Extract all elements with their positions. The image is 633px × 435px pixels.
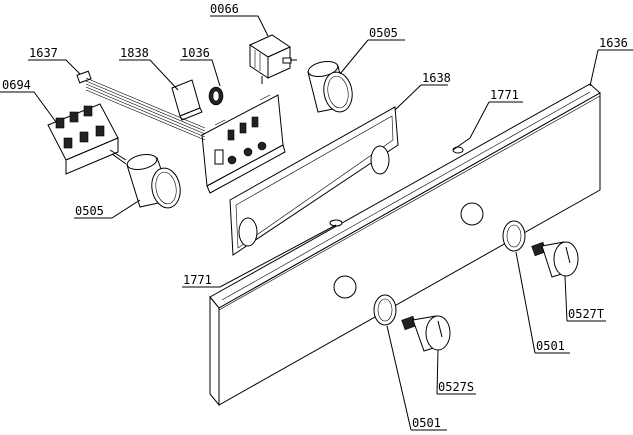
panel-hole-right xyxy=(460,202,484,226)
knob-sleeve-top xyxy=(307,60,353,113)
label-1638: 1638 xyxy=(422,71,451,85)
knob-0527T xyxy=(531,241,579,278)
label-0501-right: 0501 xyxy=(536,339,565,353)
thermostat xyxy=(248,34,297,84)
label-1036: 1036 xyxy=(181,46,210,60)
ribbon-cable xyxy=(76,70,206,141)
label-0527S: 0527S xyxy=(438,380,474,394)
label-0066: 0066 xyxy=(210,2,239,16)
knob-0527S xyxy=(401,315,451,352)
part-labels: 0066 0505 1636 1637 1838 1036 0694 1638 … xyxy=(2,2,628,430)
panel-hole-left xyxy=(333,275,357,299)
frame-clip-1771 xyxy=(329,219,343,227)
bracket-1838 xyxy=(171,79,203,121)
label-1771-left: 1771 xyxy=(183,273,212,287)
label-1637: 1637 xyxy=(29,46,58,60)
label-1636: 1636 xyxy=(599,36,628,50)
label-0694: 0694 xyxy=(2,78,31,92)
front-panel xyxy=(209,83,601,407)
inner-frame xyxy=(229,106,399,256)
label-0527T: 0527T xyxy=(568,307,604,321)
frame-window-right xyxy=(370,145,390,175)
label-0505-top: 0505 xyxy=(369,26,398,40)
frame-window-left xyxy=(238,217,258,247)
label-0505-left: 0505 xyxy=(75,204,104,218)
label-1771-top: 1771 xyxy=(490,88,519,102)
label-1838: 1838 xyxy=(120,46,149,60)
knob-ring-right xyxy=(502,220,526,252)
panel-clip-1771 xyxy=(452,146,464,154)
label-0501-bottom: 0501 xyxy=(412,416,441,430)
electronic-board xyxy=(201,94,286,194)
knob-sleeve-left xyxy=(126,153,181,209)
leader-lines xyxy=(0,15,633,431)
coil-part xyxy=(208,86,224,106)
knob-ring-left xyxy=(373,294,397,326)
selector-switch xyxy=(47,103,127,175)
